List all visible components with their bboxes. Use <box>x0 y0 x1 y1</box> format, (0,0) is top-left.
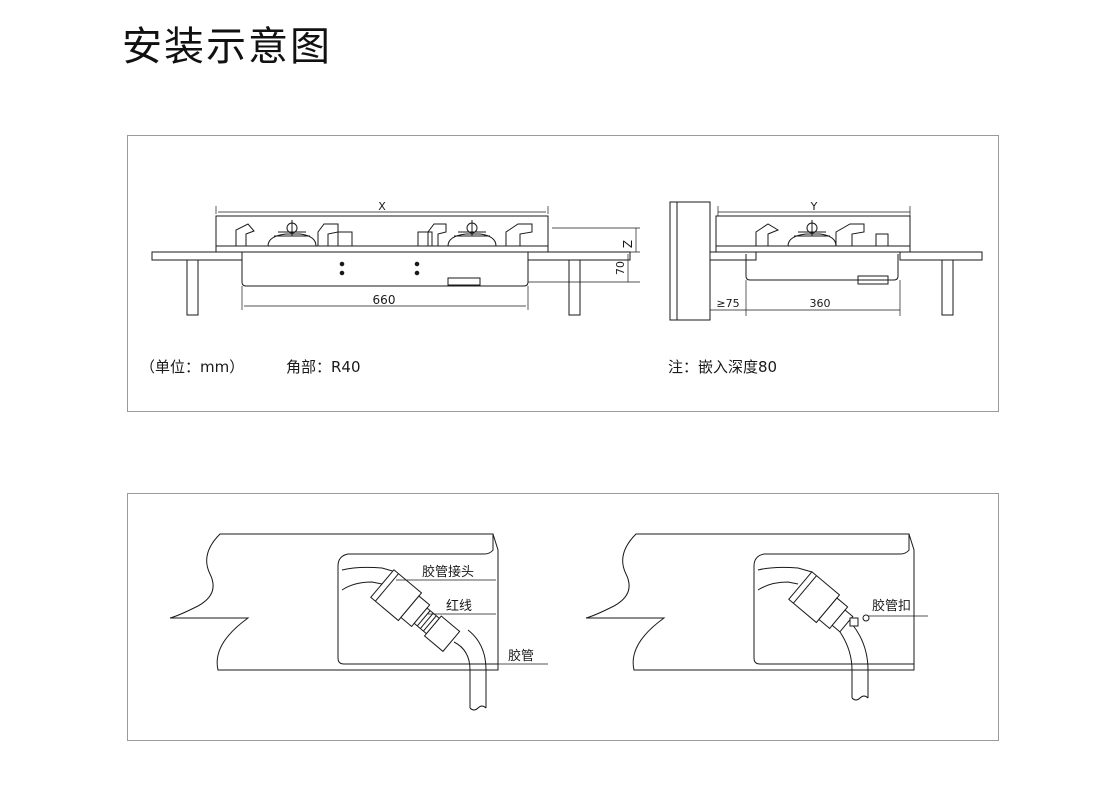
dim-cutout-depth-label: 360 <box>810 297 831 310</box>
label-hose: 胶管 <box>508 648 534 664</box>
corner-note: 角部：R40 <box>286 358 361 376</box>
dim-front-gap-label: ≥75 <box>716 297 739 310</box>
countertop-right <box>527 251 631 261</box>
connection-panel: 胶管接头 红线 胶管 胶管扣 <box>127 493 999 741</box>
page-title: 安装示意图 <box>122 24 332 70</box>
dim-z-label: Z <box>621 240 635 248</box>
dim-y-label: Y <box>810 200 818 213</box>
burner-left <box>235 220 353 247</box>
dim-height-label: 70 <box>614 261 627 275</box>
hose-connection-right <box>585 533 928 701</box>
burner-right <box>417 220 533 247</box>
hob-glass-top <box>215 215 549 253</box>
side-view <box>669 201 983 321</box>
wall <box>669 201 711 321</box>
cabinet-leg-left <box>186 259 199 316</box>
dim-x-label: X <box>378 200 386 213</box>
igniter-box <box>447 277 481 286</box>
unit-note: （单位：mm） <box>140 358 245 376</box>
label-red-line: 红线 <box>446 598 472 614</box>
hob-body <box>241 254 529 287</box>
label-hose-connector: 胶管接头 <box>422 564 474 580</box>
dimensions-drawing: X Z 70 660 Y ≥75 360 <box>151 200 983 321</box>
front-view <box>151 206 640 316</box>
dimensions-panel: X Z 70 660 Y ≥75 360 （单位：mm） 角部：R40 注：嵌入… <box>127 135 999 412</box>
countertop-left <box>151 251 243 261</box>
embed-depth-note: 注：嵌入深度80 <box>668 358 778 376</box>
label-hose-clamp: 胶管扣 <box>872 598 911 614</box>
hob-top-edge <box>215 245 549 253</box>
hose-connection-left <box>169 533 548 711</box>
connection-drawing: 胶管接头 红线 胶管 胶管扣 <box>169 533 928 711</box>
cabinet-leg-right <box>568 259 581 316</box>
dim-cutout-width-label: 660 <box>373 293 396 307</box>
